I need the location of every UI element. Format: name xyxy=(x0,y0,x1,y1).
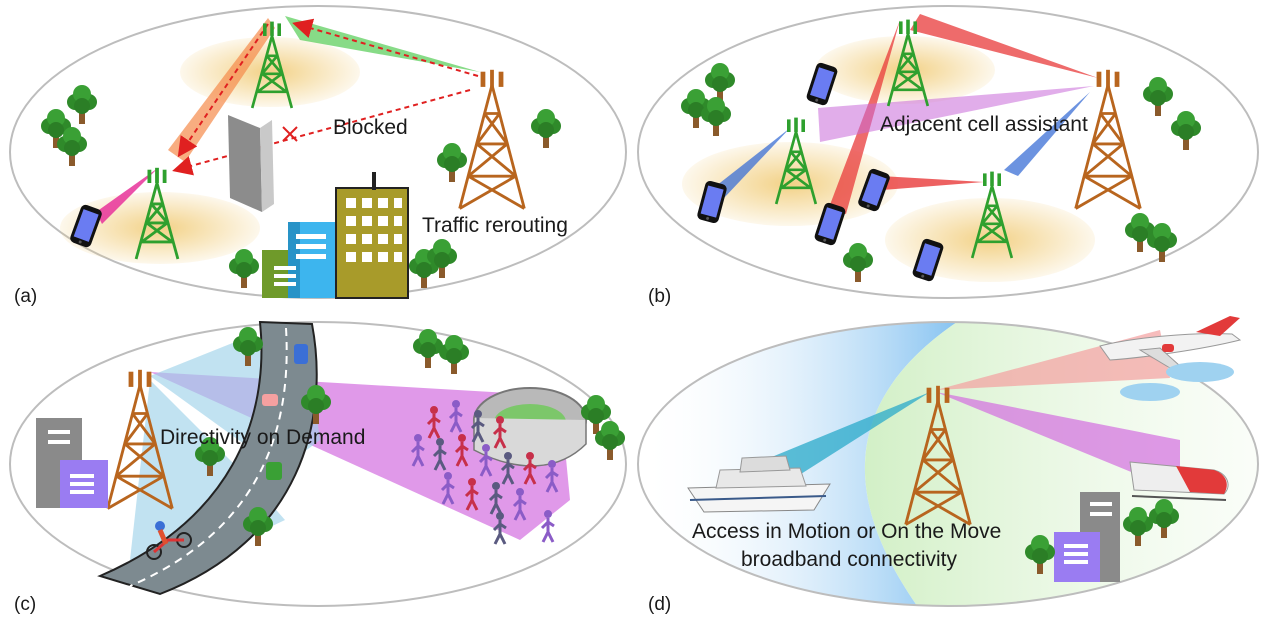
pink-beam xyxy=(96,168,158,224)
panel-c: Directivity on Demand (c) xyxy=(9,320,627,615)
wall-obstacle xyxy=(228,115,262,212)
caption-adjacent-cell: Adjacent cell assistant xyxy=(880,113,1088,136)
purple-beam xyxy=(818,86,1094,142)
purple-beam xyxy=(936,392,1180,492)
cloud-icon xyxy=(1120,362,1234,401)
orange-beam xyxy=(168,18,275,162)
panel-label-a: (a) xyxy=(14,286,37,307)
red-beam xyxy=(880,176,984,190)
reroute-arrow xyxy=(177,23,269,158)
panel-a: Blocked Traffic rerouting (a) xyxy=(9,5,627,307)
panel-d: Access in Motion or On the Move broadban… xyxy=(637,316,1259,615)
panel-b: Adjacent cell assistant (b) xyxy=(637,5,1259,307)
train-icon xyxy=(1129,461,1229,501)
blue-beam xyxy=(1004,92,1090,176)
green-beam xyxy=(285,16,480,72)
car-icon xyxy=(294,344,308,364)
car-icon xyxy=(262,394,278,406)
panel-label-b: (b) xyxy=(648,286,671,307)
bus-icon xyxy=(266,462,282,480)
reroute-arrow xyxy=(292,18,479,77)
red-beam xyxy=(910,14,1098,78)
caption-blocked: Blocked xyxy=(333,116,408,139)
caption-access-in-motion: Access in Motion or On the Move xyxy=(692,520,1001,543)
panel-label-c: (c) xyxy=(14,594,36,615)
ship-icon xyxy=(687,455,831,513)
block-x-icon xyxy=(282,126,298,142)
caption-broadband: broadband connectivity xyxy=(741,548,957,571)
buildings-icon xyxy=(262,172,409,299)
stadium-icon xyxy=(473,387,587,467)
building-icon xyxy=(36,418,108,508)
coverage-area xyxy=(815,36,995,104)
motorbike-icon xyxy=(146,521,192,560)
blue-beam xyxy=(716,128,790,198)
panel-label-d: (d) xyxy=(648,594,671,615)
caption-traffic-rerouting: Traffic rerouting xyxy=(422,214,568,237)
blocked-arrow xyxy=(172,89,471,176)
building-icon xyxy=(1054,492,1120,582)
caption-directivity: Directivity on Demand xyxy=(160,426,365,449)
